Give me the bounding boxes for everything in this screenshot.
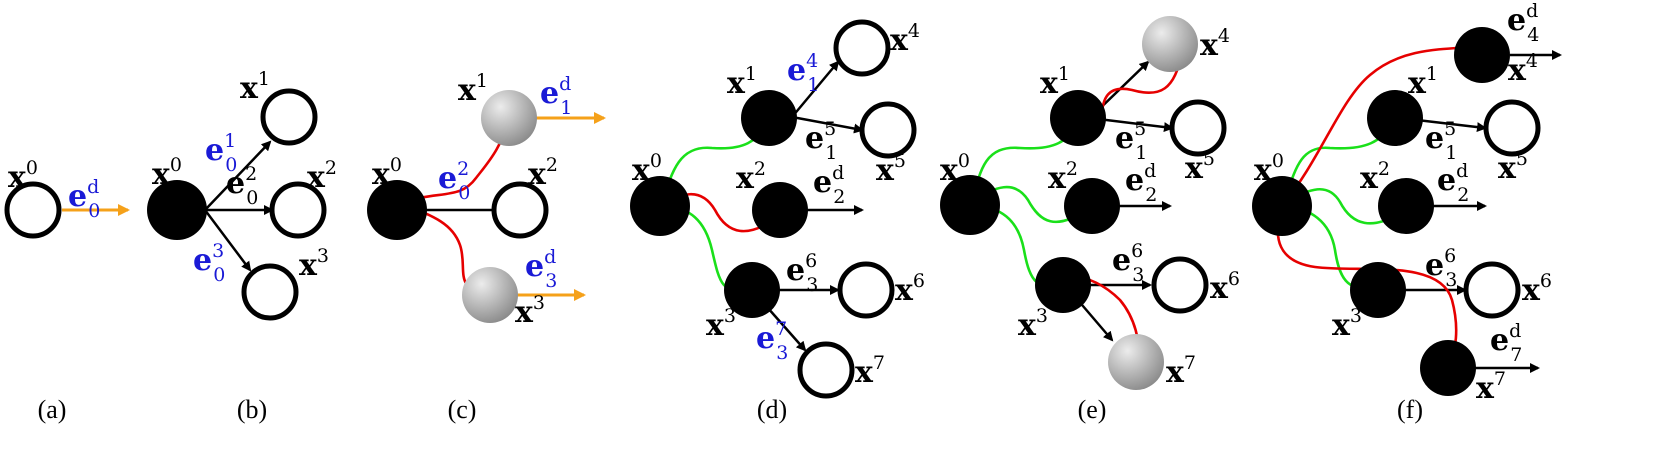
- edge-x1-x5-d: [791, 115, 864, 134]
- node-x7-e: [1108, 334, 1164, 390]
- label-x2-f: x2: [1360, 158, 1390, 196]
- label-x1-b: x1: [240, 68, 270, 106]
- label-x1-f: x1: [1408, 63, 1438, 101]
- node-x1-e: [1050, 90, 1106, 146]
- panel-caption-1: (b): [237, 395, 267, 424]
- label-x5-d: x5: [876, 150, 906, 188]
- node-x2-f: [1378, 178, 1434, 234]
- label-x3-d: x3: [706, 305, 736, 343]
- label-x2-e: x2: [1048, 158, 1078, 196]
- label-x4-f: x4: [1508, 50, 1538, 88]
- label-x7-f: x7: [1476, 368, 1506, 406]
- label-x2-c: x2: [528, 154, 558, 192]
- node-x2-d: [752, 182, 808, 238]
- panel-caption-4: (e): [1078, 395, 1107, 424]
- node-x1-b: [260, 88, 318, 146]
- node-x7-d: [797, 341, 855, 399]
- label-x3-b: x3: [299, 245, 329, 283]
- node-x5-f: [1483, 99, 1541, 157]
- label-x0-b: x0: [152, 154, 182, 192]
- panel-caption-0: (a): [38, 395, 67, 424]
- label-x6-d: x6: [895, 270, 925, 308]
- label-x2-d: x2: [736, 158, 766, 196]
- label-x4-d: x4: [890, 20, 920, 58]
- label-x3-c: x3: [515, 292, 545, 330]
- node-x4-f: [1454, 27, 1510, 83]
- label-x7-d: x7: [855, 352, 885, 390]
- node-x3-e: [1035, 257, 1091, 313]
- node-x1-f: [1367, 90, 1423, 146]
- label-x6-f: x6: [1522, 270, 1552, 308]
- label-x5-f: x5: [1498, 148, 1528, 186]
- edge-x0-x3-b: [204, 209, 252, 272]
- node-x3-d: [724, 262, 780, 318]
- node-x7-f: [1420, 340, 1476, 396]
- node-x0-d: [630, 176, 690, 236]
- label-x0-a: x0: [8, 157, 38, 195]
- label-x3-e: x3: [1018, 305, 1048, 343]
- label-x0-e: x0: [940, 150, 970, 188]
- label-x0-f: x0: [1254, 150, 1284, 188]
- node-x0-c: [367, 180, 427, 240]
- node-x2-c: [491, 181, 549, 239]
- node-x4-e: [1142, 16, 1198, 72]
- label-x7-e: x7: [1166, 352, 1196, 390]
- label-x3-f: x3: [1332, 305, 1362, 343]
- label-x0-d: x0: [632, 150, 662, 188]
- node-x5-e: [1169, 99, 1227, 157]
- edge-x0-x1-b: [204, 140, 272, 211]
- panel-caption-5: (f): [1397, 395, 1423, 424]
- node-x3-c: [462, 267, 518, 323]
- panel-caption-2: (c): [448, 395, 477, 424]
- label-x6-e: x6: [1210, 268, 1240, 306]
- path-red-1-e: [1100, 51, 1184, 127]
- label-x1-c: x1: [458, 70, 488, 108]
- node-x3-f: [1350, 262, 1406, 318]
- node-x0-f: [1252, 176, 1312, 236]
- node-x3-b: [241, 263, 299, 321]
- node-x6-e: [1151, 256, 1209, 314]
- node-x0-e: [940, 175, 1000, 235]
- node-x2-e: [1064, 178, 1120, 234]
- node-x6-d: [837, 261, 895, 319]
- label-x4-e: x4: [1200, 25, 1230, 63]
- node-x1-d: [741, 90, 797, 146]
- node-x5-d: [859, 101, 917, 159]
- node-x0-a: [4, 181, 62, 239]
- panel-caption-3: (d): [757, 395, 787, 424]
- path-red-1-f: [1283, 44, 1487, 204]
- label-x0-c: x0: [372, 154, 402, 192]
- edge-x1-x4-d: [791, 60, 840, 118]
- node-x4-d: [833, 19, 891, 77]
- node-x2-b: [269, 181, 327, 239]
- label-x1-d: x1: [727, 63, 757, 101]
- label-x2-b: x2: [307, 157, 337, 195]
- node-x1-c: [481, 90, 537, 146]
- label-x1-e: x1: [1040, 63, 1070, 101]
- node-x0-b: [147, 180, 207, 240]
- label-x5-e: x5: [1185, 148, 1215, 186]
- node-x6-f: [1463, 261, 1521, 319]
